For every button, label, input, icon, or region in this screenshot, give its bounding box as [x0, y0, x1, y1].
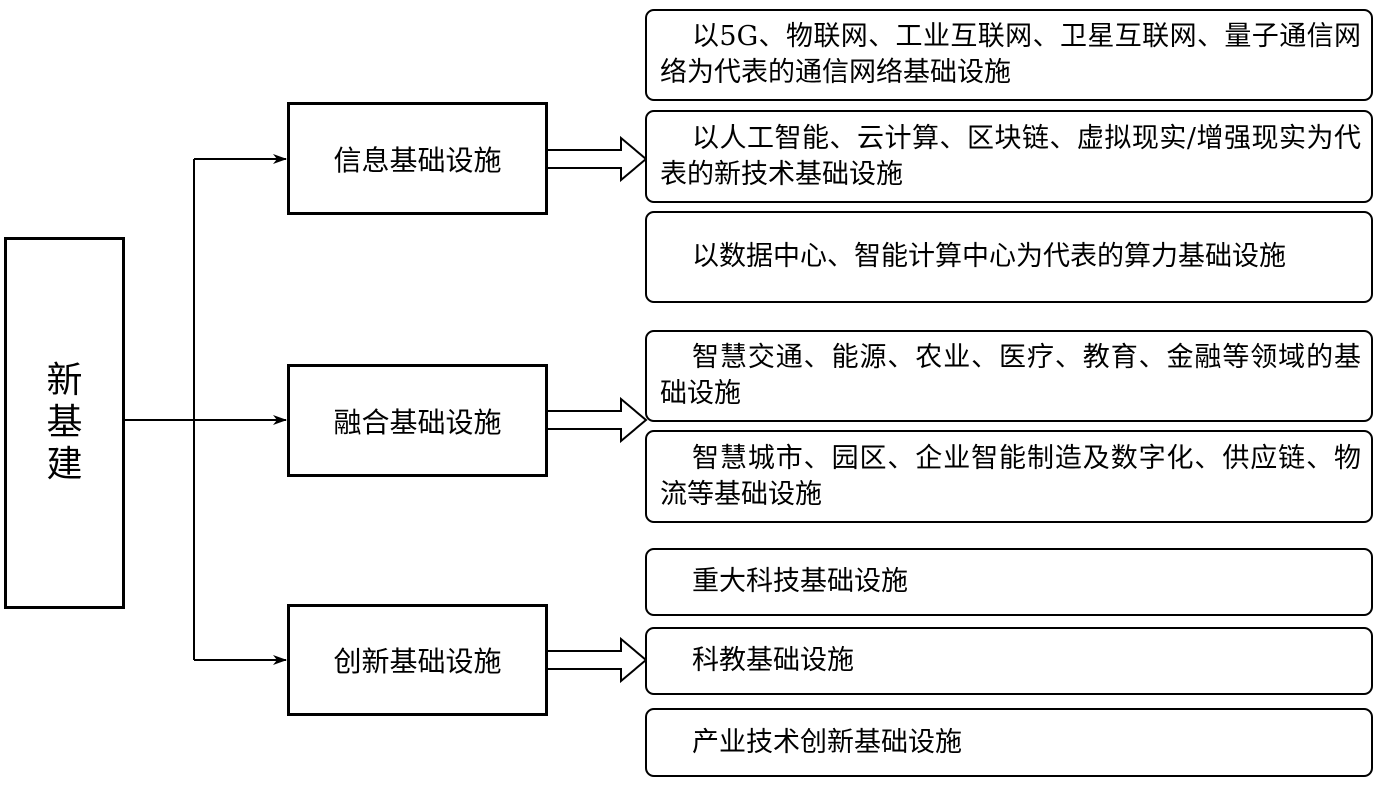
item-text: 科教基础设施 [692, 645, 854, 676]
category-fusion-box: 融合基础设施 [287, 364, 548, 477]
item-smart-city-supply-chain: 智慧城市、园区、企业智能制造及数字化、供应链、物流等基础设施 [645, 430, 1373, 523]
category-information-label: 信息基础设施 [333, 143, 502, 177]
block-arrow-3 [548, 636, 648, 684]
root-char-3: 建 [46, 444, 83, 485]
block-arrow-1 [548, 135, 648, 183]
item-communication-network: 以5G、物联网、工业互联网、卫星互联网、量子通信网络为代表的通信网络基础设施 [645, 9, 1373, 101]
root-char-2: 基 [46, 402, 83, 443]
item-smart-sectors: 智慧交通、能源、农业、医疗、教育、金融等领域的基础设施 [645, 330, 1373, 422]
item-text: 重大科技基础设施 [692, 566, 908, 597]
item-industrial-innovation: 产业技术创新基础设施 [645, 708, 1373, 777]
item-computing-power: 以数据中心、智能计算中心为代表的算力基础设施 [645, 211, 1373, 303]
item-text: 产业技术创新基础设施 [692, 726, 962, 758]
category-fusion-label: 融合基础设施 [333, 405, 502, 439]
block-arrow-2 [548, 396, 648, 444]
category-innovation-box: 创新基础设施 [287, 604, 548, 716]
item-major-science: 重大科技基础设施 [645, 548, 1373, 616]
item-text: 以5G、物联网、工业互联网、卫星互联网、量子通信网络为代表的通信网络基础设施 [660, 21, 1361, 88]
item-science-education: 科教基础设施 [645, 627, 1373, 695]
item-text: 以数据中心、智能计算中心为代表的算力基础设施 [692, 241, 1286, 272]
item-text: 以人工智能、云计算、区块链、虚拟现实/增强现实为代表的新技术基础设施 [660, 122, 1361, 190]
item-text: 智慧城市、园区、企业智能制造及数字化、供应链、物流等基础设施 [660, 442, 1361, 510]
category-information-box: 信息基础设施 [287, 102, 548, 215]
root-box: 新 基 建 [4, 237, 125, 609]
root-char-1: 新 [46, 360, 83, 401]
category-innovation-label: 创新基础设施 [333, 645, 502, 678]
item-text: 智慧交通、能源、农业、医疗、教育、金融等领域的基础设施 [660, 342, 1361, 409]
item-new-technology: 以人工智能、云计算、区块链、虚拟现实/增强现实为代表的新技术基础设施 [645, 110, 1373, 203]
